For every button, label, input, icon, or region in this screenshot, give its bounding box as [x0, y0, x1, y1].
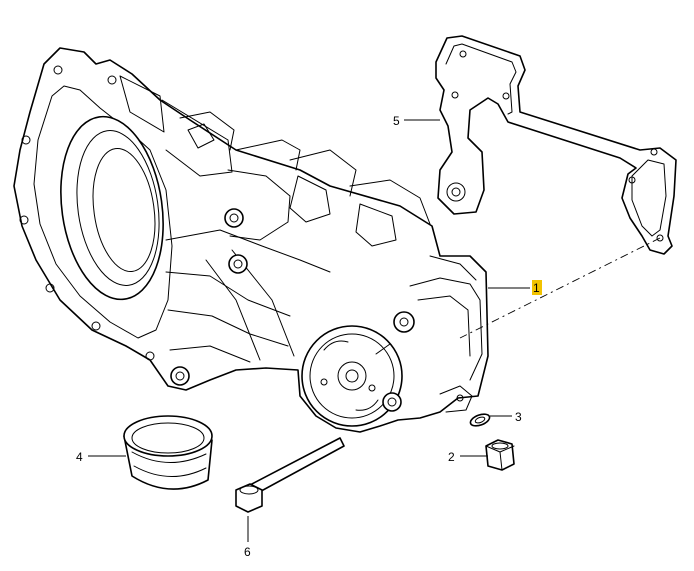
callout-3: 3 — [515, 410, 522, 424]
callout-5: 5 — [393, 114, 400, 128]
callout-4: 4 — [76, 450, 83, 464]
callout-1-highlight — [532, 280, 542, 295]
nut-part — [485, 439, 515, 471]
housing-part — [13, 47, 489, 433]
seal-ring-part — [123, 415, 213, 490]
callout-1: 1 — [533, 281, 540, 295]
washer-part — [469, 413, 491, 427]
alignment-centerline — [459, 237, 661, 339]
gasket-part — [435, 35, 677, 255]
callout-6: 6 — [244, 545, 251, 559]
callout-2: 2 — [448, 450, 455, 464]
bolt-part — [235, 437, 345, 513]
